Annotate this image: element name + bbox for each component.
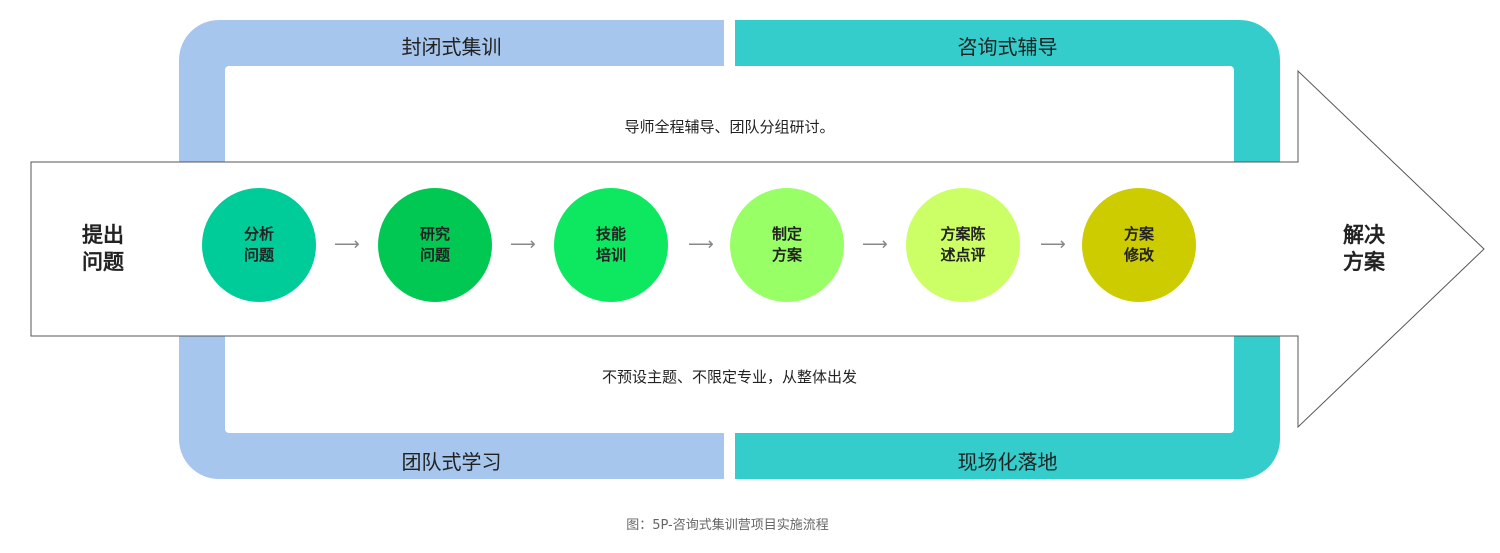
step-plan-revision: 方案修改 [1082,188,1196,302]
step-skill-training: 技能培训 [554,188,668,302]
figure-caption: 图：5P-咨询式集训营项目实施流程 [626,518,829,533]
label-consulting-guidance: 咨询式辅导 [957,35,1058,59]
end-label: 解决 方案 [1343,223,1385,274]
flow-arrow-icon: ⟶ [510,234,536,255]
label-closed-training: 封闭式集训 [401,35,502,59]
flow-arrow-icon: ⟶ [862,234,888,255]
step-plan-presentation-review: 方案陈述点评 [906,188,1020,302]
start-label: 提出 问题 [82,223,124,274]
step-formulate-plan: 制定方案 [730,188,844,302]
step-analyze-problem: 分析问题 [202,188,316,302]
label-team-learning: 团队式学习 [401,450,502,474]
flow-arrow-icon: ⟶ [1040,234,1066,255]
step-research-problem: 研究问题 [378,188,492,302]
bottom-band-text: 不预设主题、不限定专业，从整体出发 [601,368,857,386]
top-band-text: 导师全程辅导、团队分组研讨。 [624,118,835,136]
label-onsite-landing: 现场化落地 [957,450,1058,474]
flow-arrow-icon: ⟶ [688,234,714,255]
flow-arrow-icon: ⟶ [334,234,360,255]
